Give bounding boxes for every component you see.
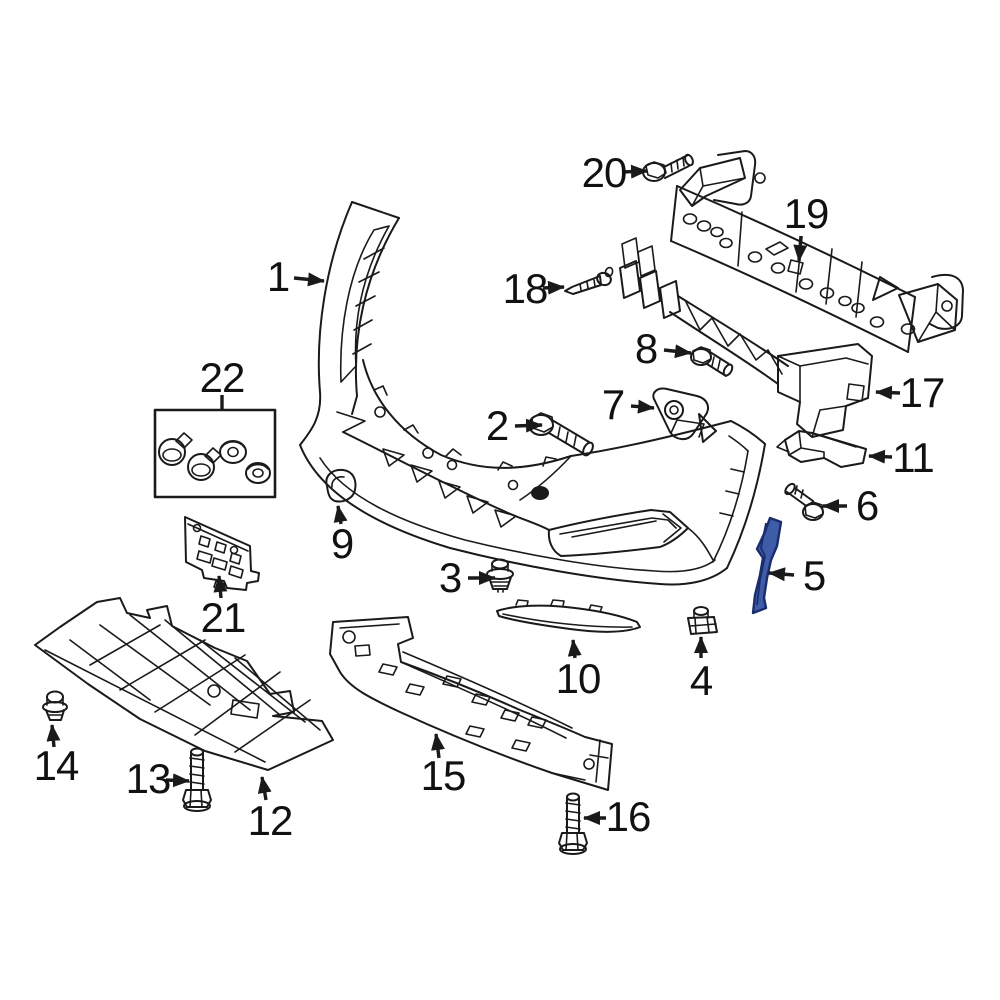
callout-label-5: 5 [802, 552, 826, 599]
hardware-kit-part-22 [153, 408, 277, 499]
clip-part-4 [687, 606, 718, 635]
callout-label-18: 18 [502, 265, 549, 312]
absorber-part-17 [619, 237, 873, 438]
screw-part-18 [564, 266, 614, 295]
callout-leader-12 [257, 776, 272, 801]
callout-leader-2 [514, 418, 543, 433]
callout-label-4: 4 [689, 657, 713, 704]
bolt-part-6 [784, 482, 824, 521]
callout-leader-21 [213, 575, 228, 599]
trim-part-10 [496, 599, 641, 633]
bolt-part-8 [690, 346, 734, 377]
bumper-cover-part-1 [299, 201, 766, 586]
callout-leader-15 [431, 733, 445, 759]
callout-label-14: 14 [33, 742, 80, 789]
callout-leader-18 [542, 280, 565, 295]
sensor-part-7 [652, 387, 717, 443]
callout-label-21: 21 [200, 594, 247, 641]
callout-leader-9 [333, 505, 348, 525]
bolt-part-16 [558, 792, 588, 855]
callout-label-19: 19 [783, 190, 830, 237]
callout-leader-19 [793, 235, 808, 262]
callout-leader-7 [630, 399, 655, 414]
callout-label-13: 13 [125, 755, 172, 802]
cap-part-9 [325, 468, 357, 503]
callout-label-8: 8 [634, 325, 658, 372]
under-cover-part-12 [34, 597, 334, 771]
callout-label-17: 17 [899, 369, 946, 416]
callout-leader-5 [768, 567, 795, 582]
callout-label-22: 22 [199, 354, 246, 401]
callout-label-2: 2 [485, 402, 509, 449]
callout-label-7: 7 [601, 381, 625, 428]
license-bracket-part-21 [184, 516, 260, 591]
callout-label-11: 11 [892, 434, 935, 481]
callout-label-12: 12 [247, 797, 294, 844]
callout-label-10: 10 [555, 655, 602, 702]
callout-leader-11 [868, 449, 893, 464]
callout-label-20: 20 [581, 149, 628, 196]
impact-bar-part-19 [670, 150, 964, 353]
bolt-part-13 [182, 747, 212, 812]
side-support-part-5 [751, 516, 783, 615]
callout-leader-20 [621, 164, 648, 179]
callout-label-16: 16 [605, 793, 652, 840]
callout-leader-1 [293, 272, 325, 287]
callout-leader-14 [46, 724, 61, 748]
callout-label-3: 3 [438, 554, 462, 601]
callout-leader-13 [165, 773, 190, 788]
callout-label-15: 15 [420, 752, 467, 799]
callout-leader-17 [875, 385, 901, 400]
bracket-part-11 [776, 430, 867, 468]
callout-leader-10 [567, 639, 582, 659]
clip-part-3 [486, 558, 514, 593]
callout-leader-8 [663, 344, 692, 359]
clip-part-14 [42, 690, 68, 721]
callout-label-1: 1 [266, 253, 290, 300]
callout-label-6: 6 [855, 482, 879, 529]
deflector-part-15 [329, 616, 613, 791]
callout-label-9: 9 [330, 520, 354, 567]
